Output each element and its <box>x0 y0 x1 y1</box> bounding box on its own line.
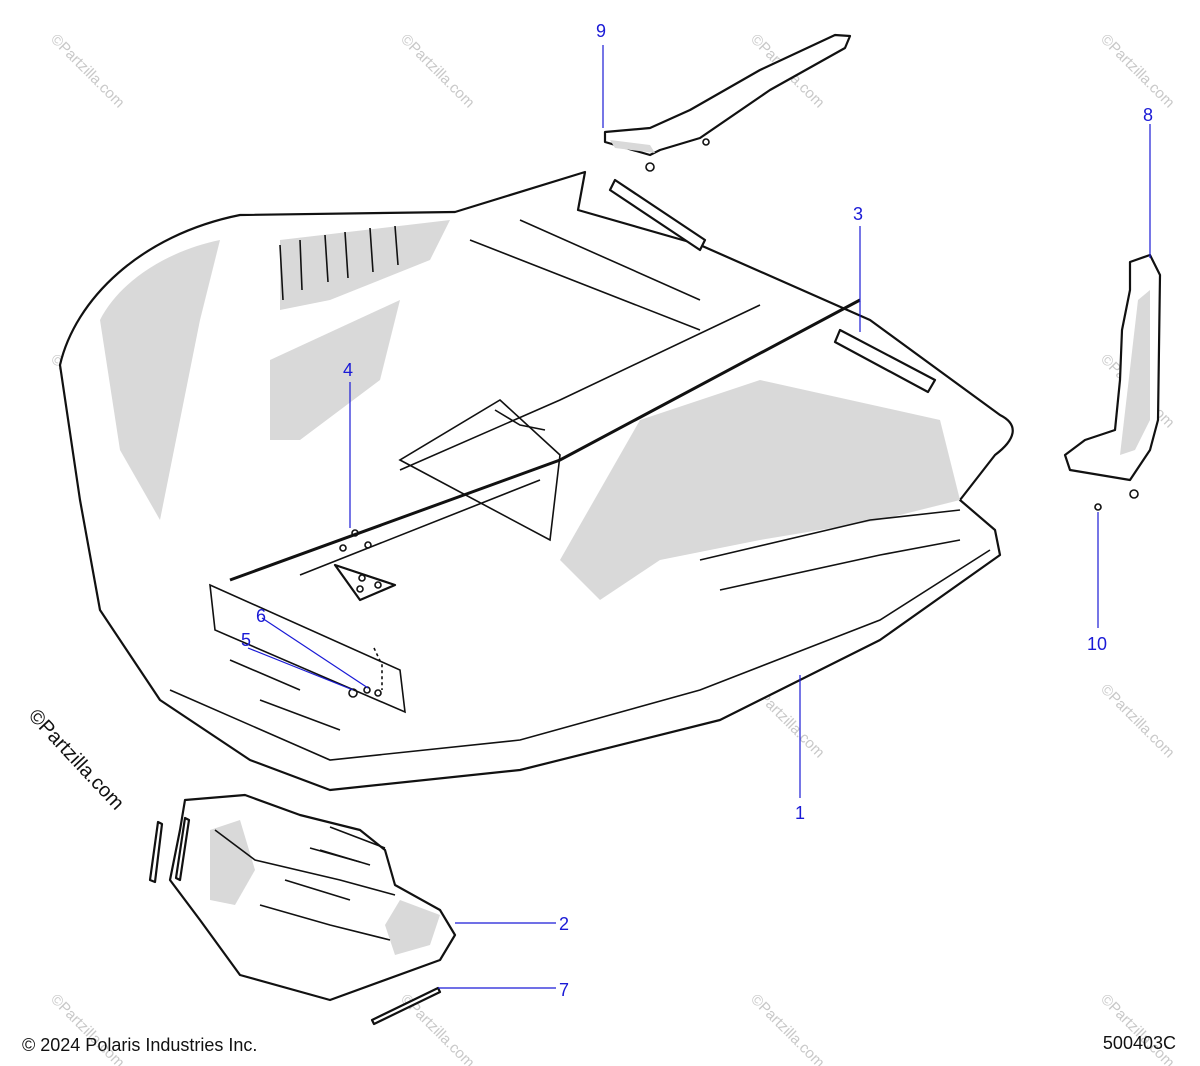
fairing-part-2[interactable] <box>168 793 457 1002</box>
copyright-text: © 2024 Polaris Industries Inc. <box>22 1035 258 1055</box>
callout-9: 9 <box>596 21 606 41</box>
callouts: 9 8 3 4 6 5 10 1 2 7 <box>241 21 1153 1000</box>
watermark: ©Partzilla.com <box>397 31 478 112</box>
callout-3: 3 <box>853 204 863 224</box>
watermark: ©Partzilla.com <box>1097 31 1178 112</box>
watermark: ©Partzilla.com <box>747 991 828 1066</box>
side-panel-part-8[interactable] <box>1063 253 1162 511</box>
callout-5: 5 <box>241 630 251 650</box>
trim-part-9[interactable] <box>603 33 852 172</box>
callout-8: 8 <box>1143 105 1153 125</box>
callout-4: 4 <box>343 360 353 380</box>
watermark: ©Partzilla.com <box>1097 991 1178 1066</box>
diagram-number: 500403C <box>1102 1033 1176 1053</box>
callout-2: 2 <box>559 914 569 934</box>
leader-lines <box>247 45 1151 989</box>
callout-10: 10 <box>1087 634 1107 654</box>
callout-1: 1 <box>795 803 805 823</box>
watermark: ©Partzilla.com <box>1097 681 1178 762</box>
watermark: ©Partzilla.com <box>47 31 128 112</box>
hood-part-1[interactable] <box>58 170 1014 792</box>
strip-part-7[interactable] <box>148 816 442 1026</box>
callout-6: 6 <box>256 606 266 626</box>
callout-7: 7 <box>559 980 569 1000</box>
foam-strip-part-3[interactable] <box>608 178 937 394</box>
